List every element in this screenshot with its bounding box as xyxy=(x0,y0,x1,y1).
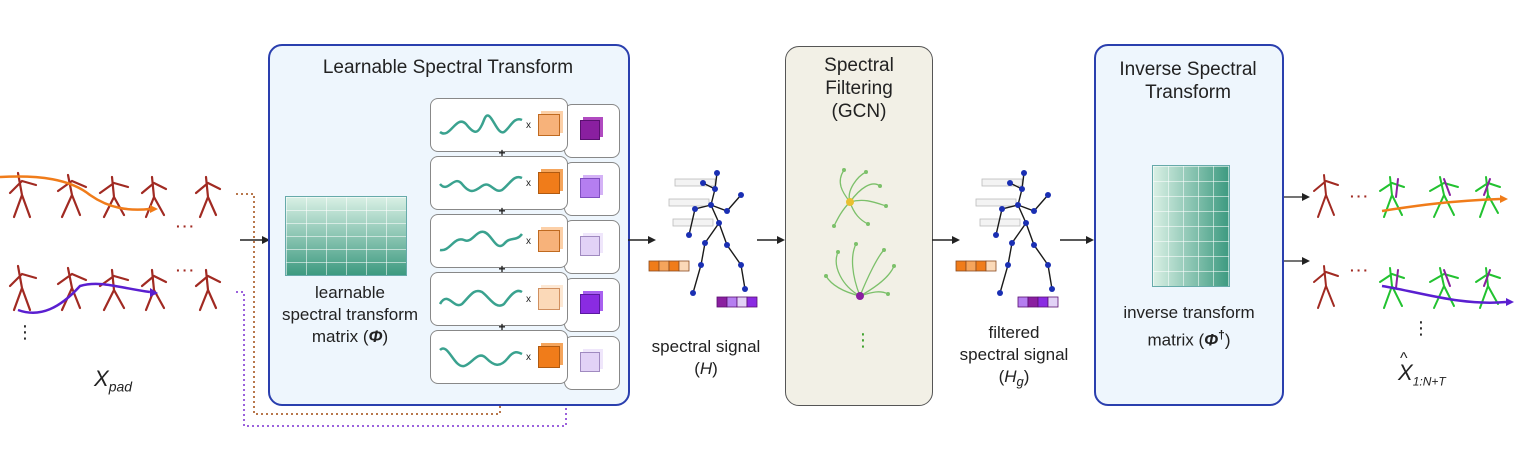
orange-cube xyxy=(538,172,560,194)
filtering-vdots: ⋮ xyxy=(854,330,872,350)
purple-cube xyxy=(580,120,600,140)
wave-icon xyxy=(439,175,523,193)
input-label: Xpad xyxy=(94,366,133,395)
input-ellipsis-1: ··· xyxy=(176,218,196,234)
arrow-ist-to-output-1 xyxy=(1284,193,1310,201)
output-ellipsis-1: ··· xyxy=(1350,188,1370,204)
arrow-input-to-lst xyxy=(240,236,270,244)
times-sign: x xyxy=(526,236,531,247)
plus-sign: + xyxy=(498,146,506,160)
output-ellipsis-2: ··· xyxy=(1350,262,1370,278)
times-sign: x xyxy=(526,178,531,189)
plus-sign: + xyxy=(498,204,506,218)
spectral-signal-caption: spectral signal (H) xyxy=(651,337,761,378)
orange-cube xyxy=(538,288,560,310)
arrow-ist-to-output-2 xyxy=(1284,257,1310,265)
input-skeleton-sequence-1 xyxy=(0,171,222,219)
orange-cube xyxy=(538,346,560,368)
ist-caption: inverse transform matrix (Φ†) xyxy=(1123,303,1255,350)
wave-icon xyxy=(438,289,523,307)
lst-matrix xyxy=(285,196,407,276)
purple-cube xyxy=(580,178,600,198)
wave-icon xyxy=(439,347,523,368)
spectral-signal-skeleton xyxy=(648,170,758,308)
filtering-title: Spectral Filtering (GCN) xyxy=(824,55,894,122)
gcn-graph-1 xyxy=(832,168,888,228)
lst-title: Learnable Spectral Transform xyxy=(322,57,574,78)
gcn-graph-2 xyxy=(824,242,896,300)
output-vdots: ⋮ xyxy=(1412,318,1430,338)
ist-matrix xyxy=(1152,165,1230,287)
plus-sign: + xyxy=(498,262,506,276)
times-sign: x xyxy=(526,294,531,305)
wave-icon xyxy=(439,230,523,252)
arrow-lst-to-signal xyxy=(628,236,656,244)
times-sign: x xyxy=(526,352,531,363)
plus-sign: + xyxy=(498,320,506,334)
input-ellipsis-2: ··· xyxy=(176,262,196,278)
filtered-signal-caption: filtered spectral signal (Hg) xyxy=(959,323,1069,390)
lst-matrix-caption: learnable spectral transform matrix (Φ) xyxy=(281,283,419,346)
arrow-filtering-to-filtered xyxy=(932,236,960,244)
lst-basis-stack: x + x + x + x + x xyxy=(430,98,620,390)
arrow-signal-to-filtering xyxy=(757,236,785,244)
output-hat: ^ xyxy=(1400,350,1408,367)
purple-cube xyxy=(580,236,600,256)
orange-cube xyxy=(538,114,560,136)
output-skeleton-sequence-2 xyxy=(1313,265,1514,309)
output-label: ^ X1:N+T xyxy=(1398,350,1446,389)
input-skeleton-sequence-2 xyxy=(8,264,222,314)
purple-cube xyxy=(580,352,600,372)
output-skeleton-sequence-1 xyxy=(1313,174,1508,218)
purple-cube xyxy=(580,294,600,314)
arrow-filtered-to-ist xyxy=(1060,236,1094,244)
orange-cube xyxy=(538,230,560,252)
ist-title: Inverse Spectral Transform xyxy=(1119,59,1257,103)
filtered-signal-skeleton xyxy=(955,170,1059,308)
input-vdots: ⋮ xyxy=(16,322,34,342)
filtering-panel xyxy=(785,46,933,406)
wave-icon xyxy=(439,114,523,135)
times-sign: x xyxy=(526,120,531,131)
